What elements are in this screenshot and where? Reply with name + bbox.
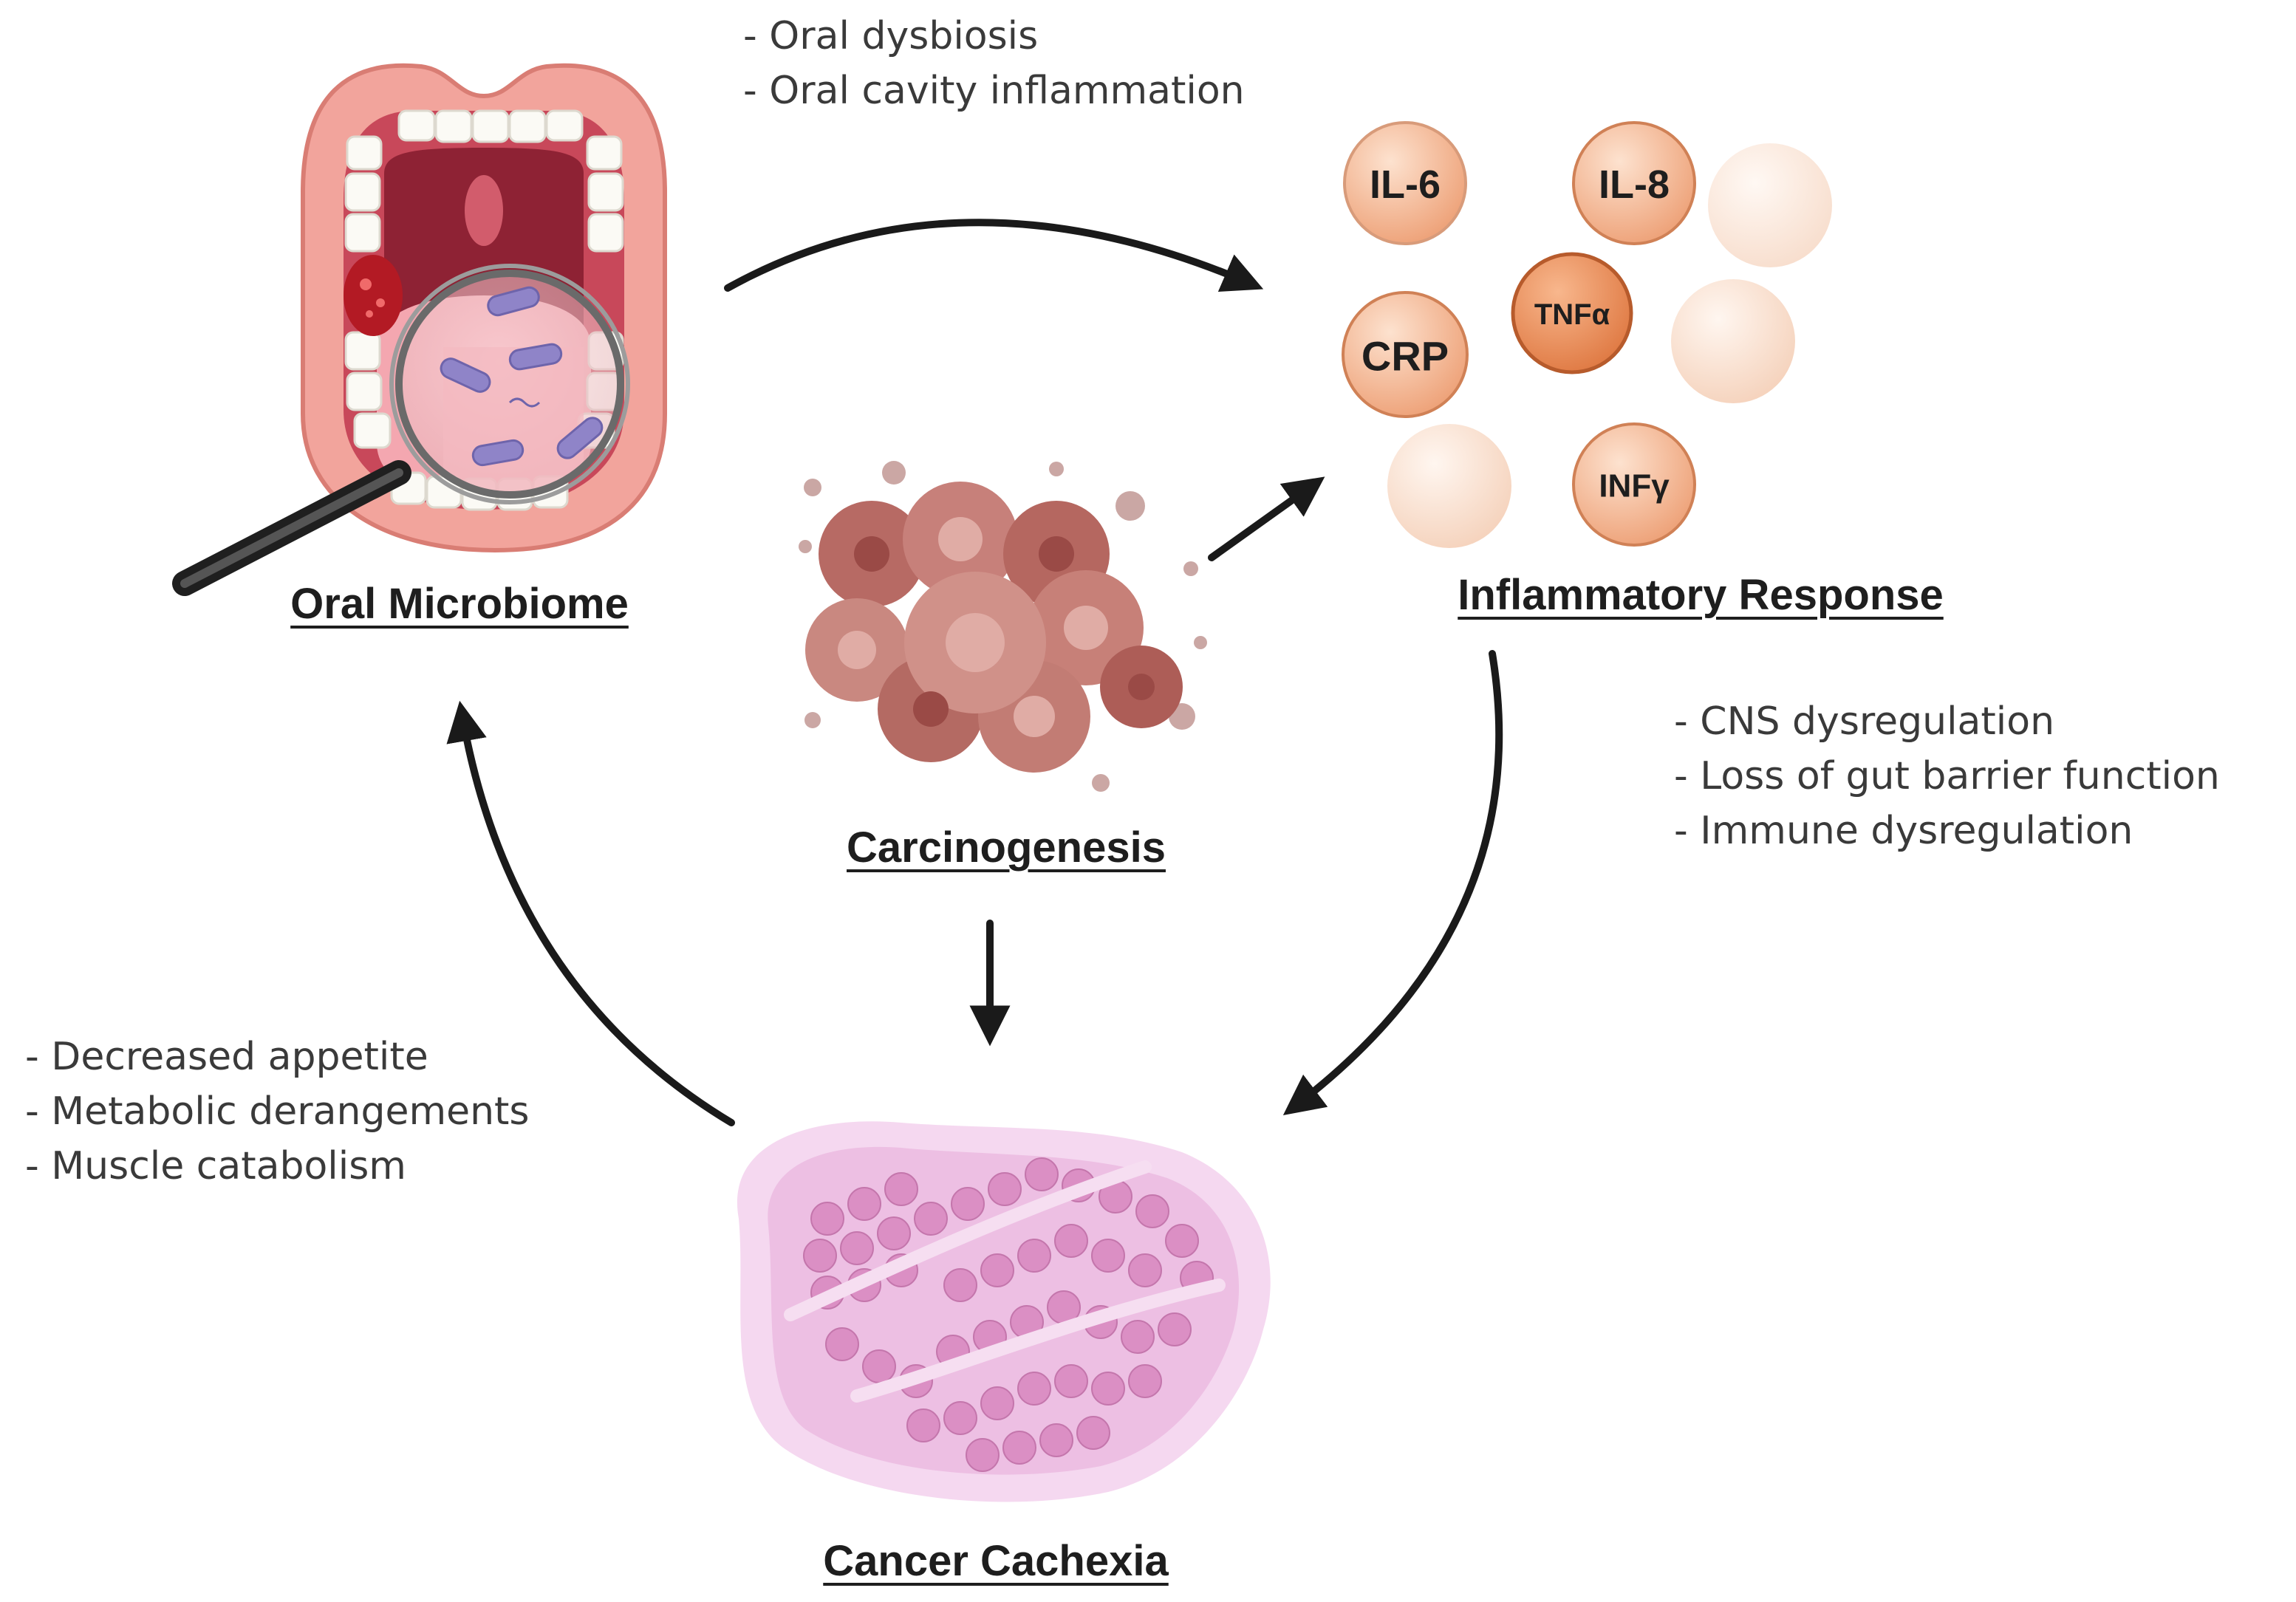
arrow-carcinogenesis-to-inflammation <box>1208 476 1325 561</box>
oral-lesion-icon <box>344 255 403 336</box>
cytokine-crp: CRP <box>1342 291 1469 418</box>
cytokine-il8: IL-8 <box>1572 121 1696 245</box>
cytokine-cells-icon: IL-6 IL-8 CRP TNFα INFγ <box>1342 121 1832 548</box>
svg-text:INFγ: INFγ <box>1599 468 1670 504</box>
arrow-microbiome-to-inflammation <box>724 219 1264 292</box>
label-inflammatory-response: Inflammatory Response <box>1458 571 1944 619</box>
arrow-cachexia-to-microbiome <box>446 700 735 1126</box>
note-top-line-2: - Oral cavity inflammation <box>743 69 1245 113</box>
note-right-line-3: - Immune dysregulation <box>1674 809 2133 853</box>
note-right: - CNS dysregulation - Loss of gut barrie… <box>1674 694 2220 858</box>
cytokine-infg: INFγ <box>1572 422 1696 547</box>
label-carcinogenesis: Carcinogenesis <box>847 824 1166 872</box>
tumor-cell-cluster-icon <box>799 461 1207 792</box>
label-cancer-cachexia: Cancer Cachexia <box>823 1537 1169 1585</box>
cytokine-il6: IL-6 <box>1343 121 1467 245</box>
magnifying-glass-icon <box>172 264 630 596</box>
svg-text:IL-6: IL-6 <box>1370 162 1441 207</box>
cytokine-tnfa: TNFα <box>1511 252 1633 374</box>
note-left-line-1: - Decreased appetite <box>25 1035 428 1079</box>
svg-text:CRP: CRP <box>1361 333 1449 380</box>
note-top-line-1: - Oral dysbiosis <box>743 14 1039 58</box>
muscle-tissue-icon <box>737 1121 1271 1502</box>
label-oral-microbiome: Oral Microbiome <box>290 580 629 628</box>
svg-text:TNFα: TNFα <box>1534 298 1610 331</box>
note-right-line-2: - Loss of gut barrier function <box>1674 754 2220 798</box>
note-top: - Oral dysbiosis - Oral cavity inflammat… <box>743 9 1245 118</box>
note-left-line-2: - Metabolic derangements <box>25 1089 530 1134</box>
arrow-inflammation-to-cachexia <box>1282 650 1503 1115</box>
note-right-line-1: - CNS dysregulation <box>1674 699 2055 744</box>
note-left-line-3: - Muscle catabolism <box>25 1144 406 1188</box>
svg-text:IL-8: IL-8 <box>1599 162 1670 207</box>
bacteria-icon <box>440 286 604 495</box>
note-left: - Decreased appetite - Metabolic derange… <box>25 1030 530 1194</box>
